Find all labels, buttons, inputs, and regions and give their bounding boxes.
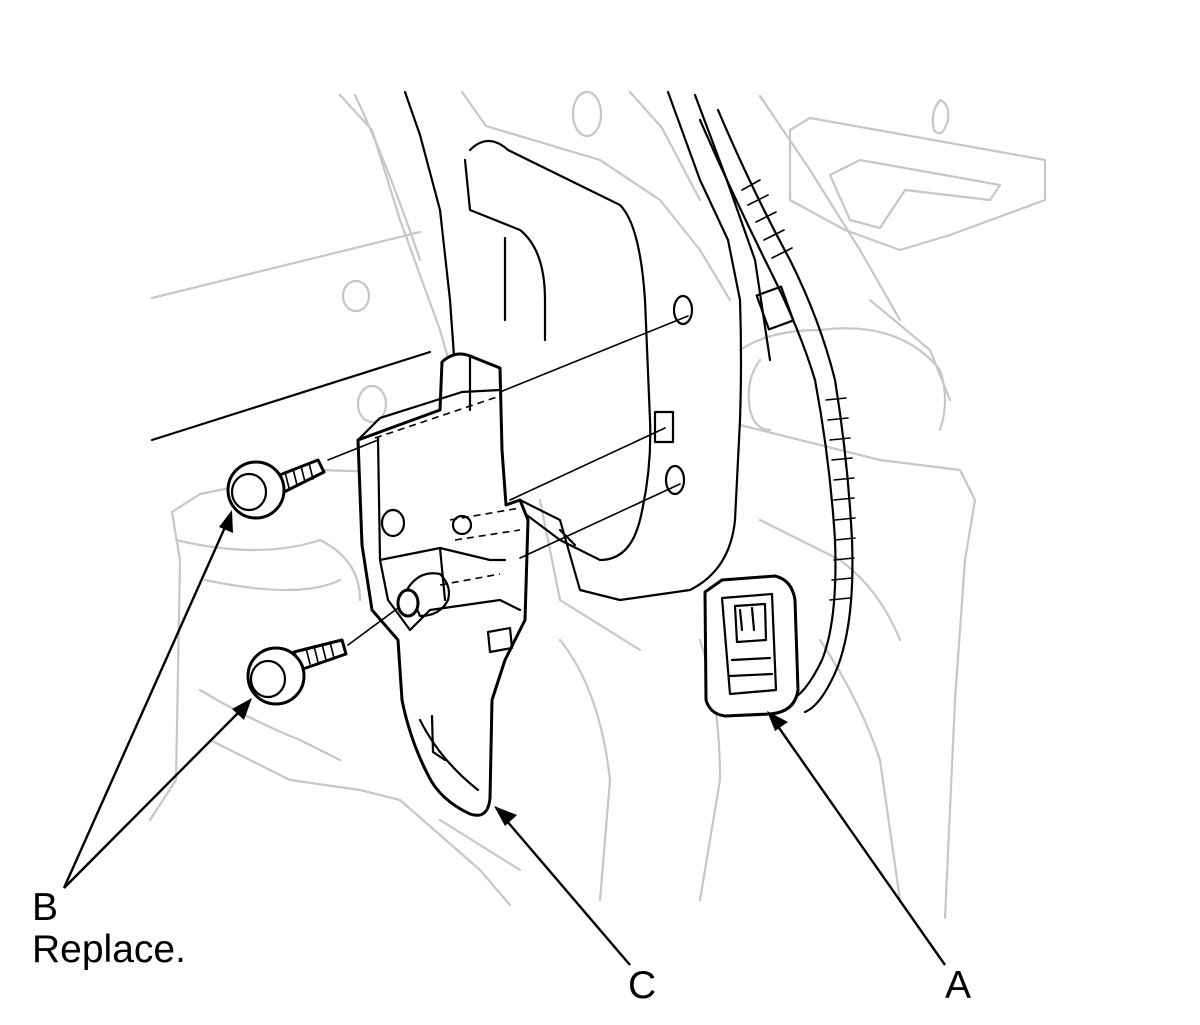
callout-note-b: Replace. — [32, 928, 186, 971]
arrowhead-b-lower — [232, 698, 252, 720]
arrowhead-b-upper — [219, 510, 233, 533]
callout-label-c: C — [628, 964, 657, 1007]
arrowhead-a — [767, 711, 788, 731]
leader-b-upper — [62, 524, 228, 889]
assembly-alignment-lines — [327, 315, 689, 646]
leader-c — [505, 819, 631, 966]
mounting-panel — [150, 90, 772, 602]
bolt-b-upper — [226, 458, 326, 520]
callout-label-b: B — [32, 886, 59, 929]
callout-leader-lines — [62, 510, 946, 966]
bolt-b-lower — [246, 638, 348, 706]
leader-b-lower — [63, 710, 241, 889]
connector-a — [703, 574, 800, 718]
vehicle-body-background — [148, 90, 1047, 920]
wire-harness — [698, 108, 856, 714]
arrowhead-c — [494, 806, 517, 826]
leader-a — [776, 724, 946, 966]
callout-label-a: A — [945, 964, 972, 1007]
bracket-c — [356, 352, 530, 817]
